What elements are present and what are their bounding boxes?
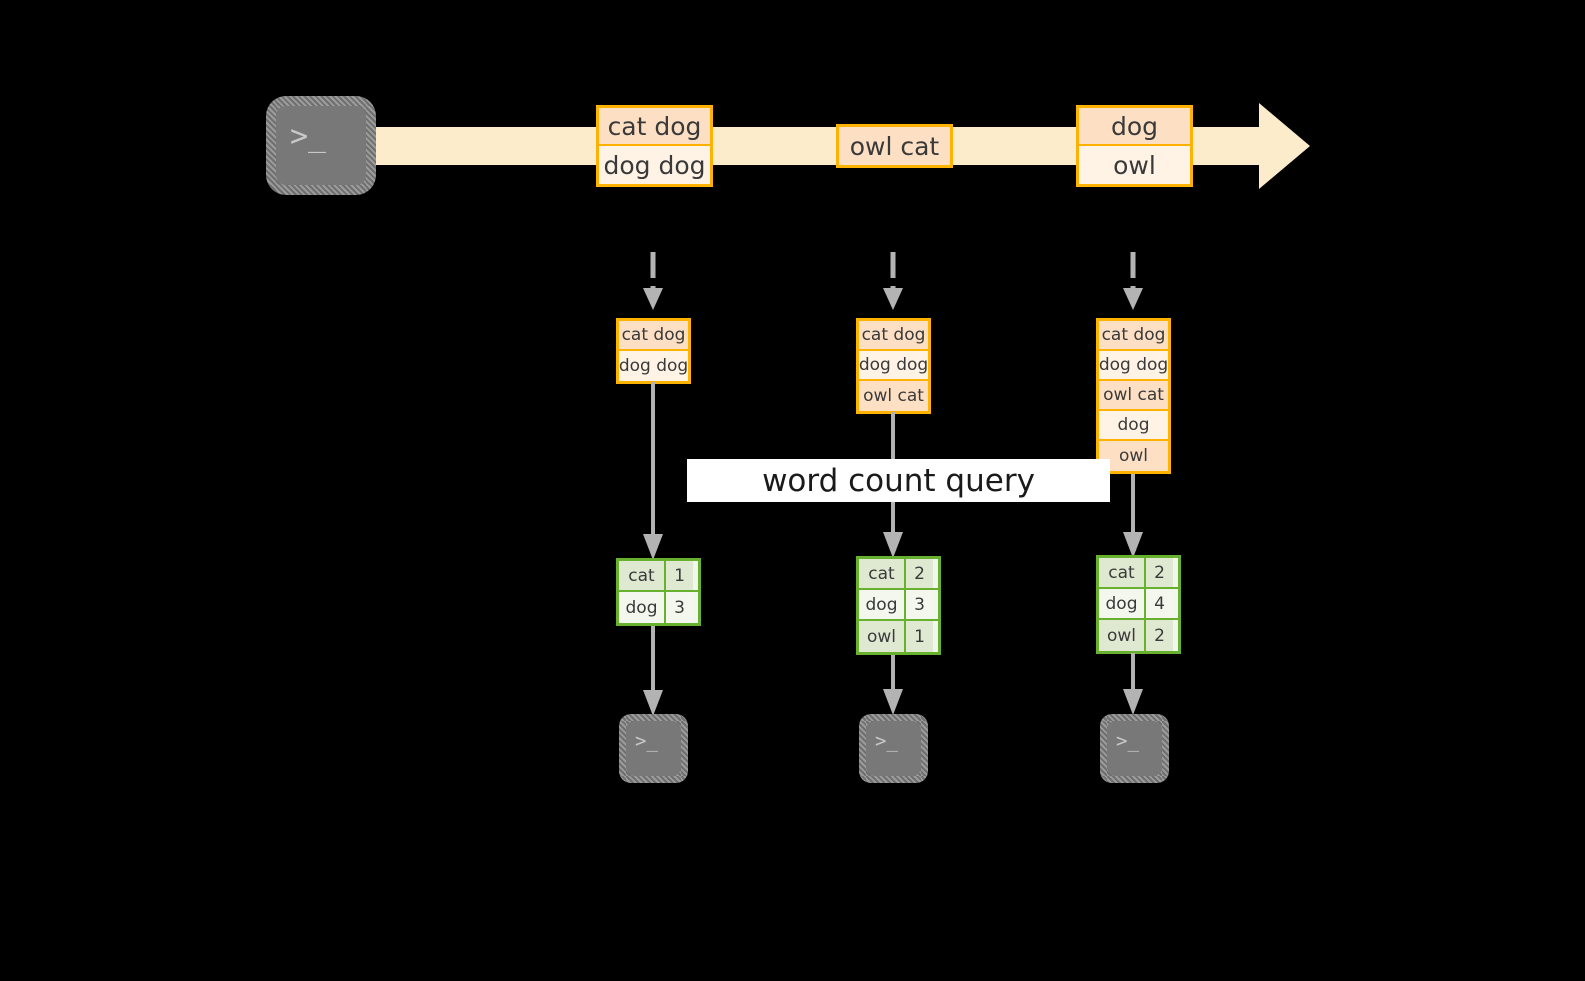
result-row: cat 2 [859, 559, 938, 590]
result-count: 2 [1146, 620, 1173, 651]
result-count: 1 [906, 621, 933, 652]
snapshot-1-sink-terminal-icon[interactable]: >_ [619, 714, 688, 783]
stream-record: owl [1079, 146, 1190, 184]
result-row: dog 3 [619, 592, 698, 623]
result-row: owl 2 [1099, 620, 1178, 651]
snapshot-3-result-table: cat 2 dog 4 owl 2 [1096, 555, 1181, 654]
stream-record: owl cat [839, 127, 950, 165]
stream-record: dog [1079, 108, 1190, 146]
input-record: owl [1099, 441, 1168, 471]
snapshot-3-sink-terminal-icon[interactable]: >_ [1100, 714, 1169, 783]
query-banner-label: word count query [762, 462, 1035, 499]
terminal-prompt-glyph: >_ [290, 119, 327, 154]
result-count: 2 [1146, 558, 1173, 587]
input-record: cat dog [1099, 321, 1168, 351]
result-row: cat 2 [1099, 558, 1178, 589]
terminal-screen [1107, 721, 1162, 776]
result-word: cat [619, 561, 666, 590]
stream-group-2: owl cat [836, 124, 953, 168]
input-record: dog dog [619, 351, 688, 381]
stream-group-1: cat dog dog dog [596, 105, 713, 187]
result-row: owl 1 [859, 621, 938, 652]
snapshot-2-result-table: cat 2 dog 3 owl 1 [856, 556, 941, 655]
result-count: 2 [906, 559, 933, 588]
terminal-screen [866, 721, 921, 776]
snapshot-1-result-table: cat 1 dog 3 [616, 558, 701, 626]
result-count: 3 [906, 590, 933, 619]
result-word: cat [1099, 558, 1146, 587]
result-word: dog [859, 590, 906, 619]
stream-record: cat dog [599, 108, 710, 146]
input-record: dog dog [1099, 351, 1168, 381]
result-word: dog [619, 592, 666, 623]
terminal-prompt-glyph: >_ [635, 730, 658, 752]
input-record: owl cat [1099, 381, 1168, 411]
result-word: dog [1099, 589, 1146, 618]
snapshot-1-input-records: cat dog dog dog [616, 318, 691, 384]
source-terminal-icon[interactable]: >_ [266, 96, 376, 195]
result-count: 3 [666, 592, 693, 623]
terminal-prompt-glyph: >_ [875, 730, 898, 752]
result-row: dog 4 [1099, 589, 1178, 620]
input-record: dog dog [859, 351, 928, 381]
snapshot-1-sink-connector [643, 626, 663, 716]
snapshot-2-trigger-connector [883, 252, 903, 310]
terminal-screen [626, 721, 681, 776]
snapshot-2-sink-connector [883, 655, 903, 715]
snapshot-3-trigger-connector [1123, 252, 1143, 310]
snapshot-3-query-connector [1123, 474, 1143, 558]
terminal-screen [276, 106, 366, 185]
snapshot-1-query-connector [643, 382, 663, 560]
result-row: dog 3 [859, 590, 938, 621]
result-word: owl [859, 621, 906, 652]
input-record: cat dog [859, 321, 928, 351]
stream-group-3: dog owl [1076, 105, 1193, 187]
stream-record: dog dog [599, 146, 710, 184]
terminal-prompt-glyph: >_ [1116, 730, 1139, 752]
snapshot-2-input-records: cat dog dog dog owl cat [856, 318, 931, 414]
input-record: cat dog [619, 321, 688, 351]
snapshot-2-sink-terminal-icon[interactable]: >_ [859, 714, 928, 783]
result-count: 4 [1146, 589, 1173, 618]
result-row: cat 1 [619, 561, 698, 592]
query-banner: word count query [687, 459, 1110, 502]
result-word: owl [1099, 620, 1146, 651]
input-record: dog [1099, 411, 1168, 441]
snapshot-3-sink-connector [1123, 653, 1143, 715]
snapshot-3-input-records: cat dog dog dog owl cat dog owl [1096, 318, 1171, 474]
result-count: 1 [666, 561, 693, 590]
input-record: owl cat [859, 381, 928, 411]
result-word: cat [859, 559, 906, 588]
snapshot-1-trigger-connector [643, 252, 663, 310]
